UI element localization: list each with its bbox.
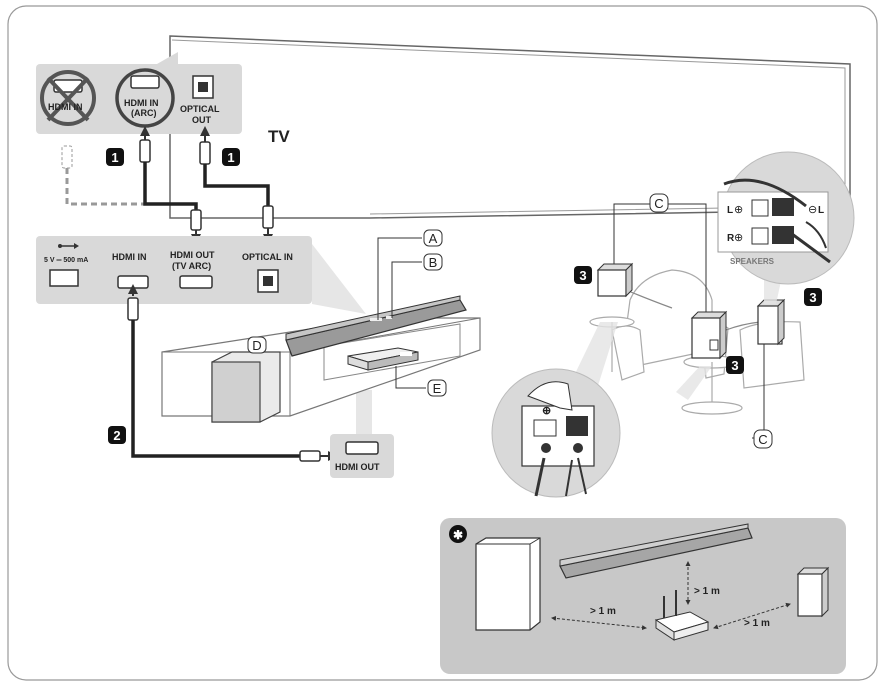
terminal-right-label: R (727, 233, 735, 244)
step-1-badge-b (222, 148, 240, 166)
callout-d-box (247, 336, 267, 354)
terminal-left-minus: ⊖ (808, 204, 817, 216)
callout-e: E (433, 381, 442, 396)
soundbar (285, 295, 467, 357)
tv-optical-label-2: OUT (192, 115, 212, 125)
usb-icon (58, 243, 79, 249)
speaker-terminal-zoom (491, 368, 621, 498)
rear-speaker-left (596, 262, 634, 298)
device-hdmi-out-port-icon (345, 441, 379, 455)
hdmi-in-crossed-icon (40, 70, 96, 126)
tv-label: TV (268, 127, 290, 146)
step-3-badge-a (574, 266, 592, 284)
soundbar-hdmi-out-label-1: HDMI OUT (170, 250, 215, 260)
callout-b-box (423, 253, 443, 271)
callout-d: D (252, 338, 261, 353)
tv-hdmi-arc-label-2: (ARC) (131, 108, 157, 118)
note-icon: ✱ (453, 528, 463, 542)
speakers-label: SPEAKERS (730, 257, 775, 266)
step-1-label-b: 1 (227, 150, 234, 165)
subwoofer (211, 351, 281, 423)
device-hdmi-out-label: HDMI OUT (335, 462, 380, 472)
terminal-left-plus: ⊕ (734, 204, 743, 216)
step-3-badge-b (726, 356, 744, 374)
callout-c-bottom: C (758, 432, 767, 447)
distance-label-2: > 1 m (694, 586, 720, 597)
dashed-cable (61, 145, 148, 206)
step-3-label-b: 3 (731, 358, 738, 373)
callout-c-box-top (649, 193, 669, 213)
external-device (347, 347, 419, 371)
terminal-left-label-2: L (818, 205, 824, 216)
step-2-badge (108, 426, 126, 444)
tv-hdmi-arc-label-1: HDMI IN (124, 98, 159, 108)
callout-a-box (423, 229, 443, 247)
callout-c-box-bottom (753, 429, 773, 449)
tv-panel: HDMI IN HDMI IN (ARC) OPTICAL OUT (36, 52, 242, 134)
step-1-label-a: 1 (111, 150, 118, 165)
tv-optical-label-1: OPTICAL (180, 104, 220, 114)
usb-label: 5 V ═ 500 mA (44, 257, 88, 264)
device-panel (330, 390, 394, 478)
soundbar-optical-in-label: OPTICAL IN (242, 252, 293, 262)
soundbar-speaker-terminal-zoom (717, 151, 855, 285)
room-scene (589, 269, 805, 415)
distance-label-3: > 1 m (744, 618, 770, 629)
placement-panel (440, 518, 846, 674)
soundbar-hdmi-in-label: HDMI IN (112, 252, 147, 262)
soundbar-hdmi-out-label-2: (TV ARC) (172, 261, 211, 271)
terminal-plus-label: ⊕ (542, 405, 551, 417)
step-3-label-a: 3 (579, 268, 586, 283)
callout-e-box (427, 379, 447, 397)
hdmi-arc-cable (139, 126, 202, 244)
optical-cable (199, 126, 274, 244)
optical-out-port-icon (192, 75, 214, 99)
step-2-label: 2 (113, 428, 120, 443)
soundbar-hdmi-out-port-icon (179, 275, 213, 289)
callout-b: B (429, 255, 438, 270)
terminal-right-plus: ⊕ (734, 232, 743, 244)
step-1-badge-a (106, 148, 124, 166)
distance-label-1: > 1 m (590, 606, 616, 617)
step-3-badge-c (804, 288, 822, 306)
rear-speaker-right (756, 298, 786, 346)
tv (169, 35, 851, 219)
hdmi-device-cable (127, 284, 338, 462)
optical-in-port-icon (257, 269, 279, 293)
step-3-label-c: 3 (809, 290, 816, 305)
callout-lines (377, 237, 426, 389)
callout-c-top: C (654, 196, 663, 211)
tv-hdmi-in-label: HDMI IN (48, 102, 83, 112)
terminal-left-label: L (727, 205, 733, 216)
soundbar-panel: 5 V ═ 500 mA HDMI IN HDMI OUT (TV ARC) O… (36, 236, 366, 314)
rear-speaker-center (690, 310, 728, 360)
callout-a: A (429, 231, 438, 246)
usb-port-icon (49, 269, 79, 287)
